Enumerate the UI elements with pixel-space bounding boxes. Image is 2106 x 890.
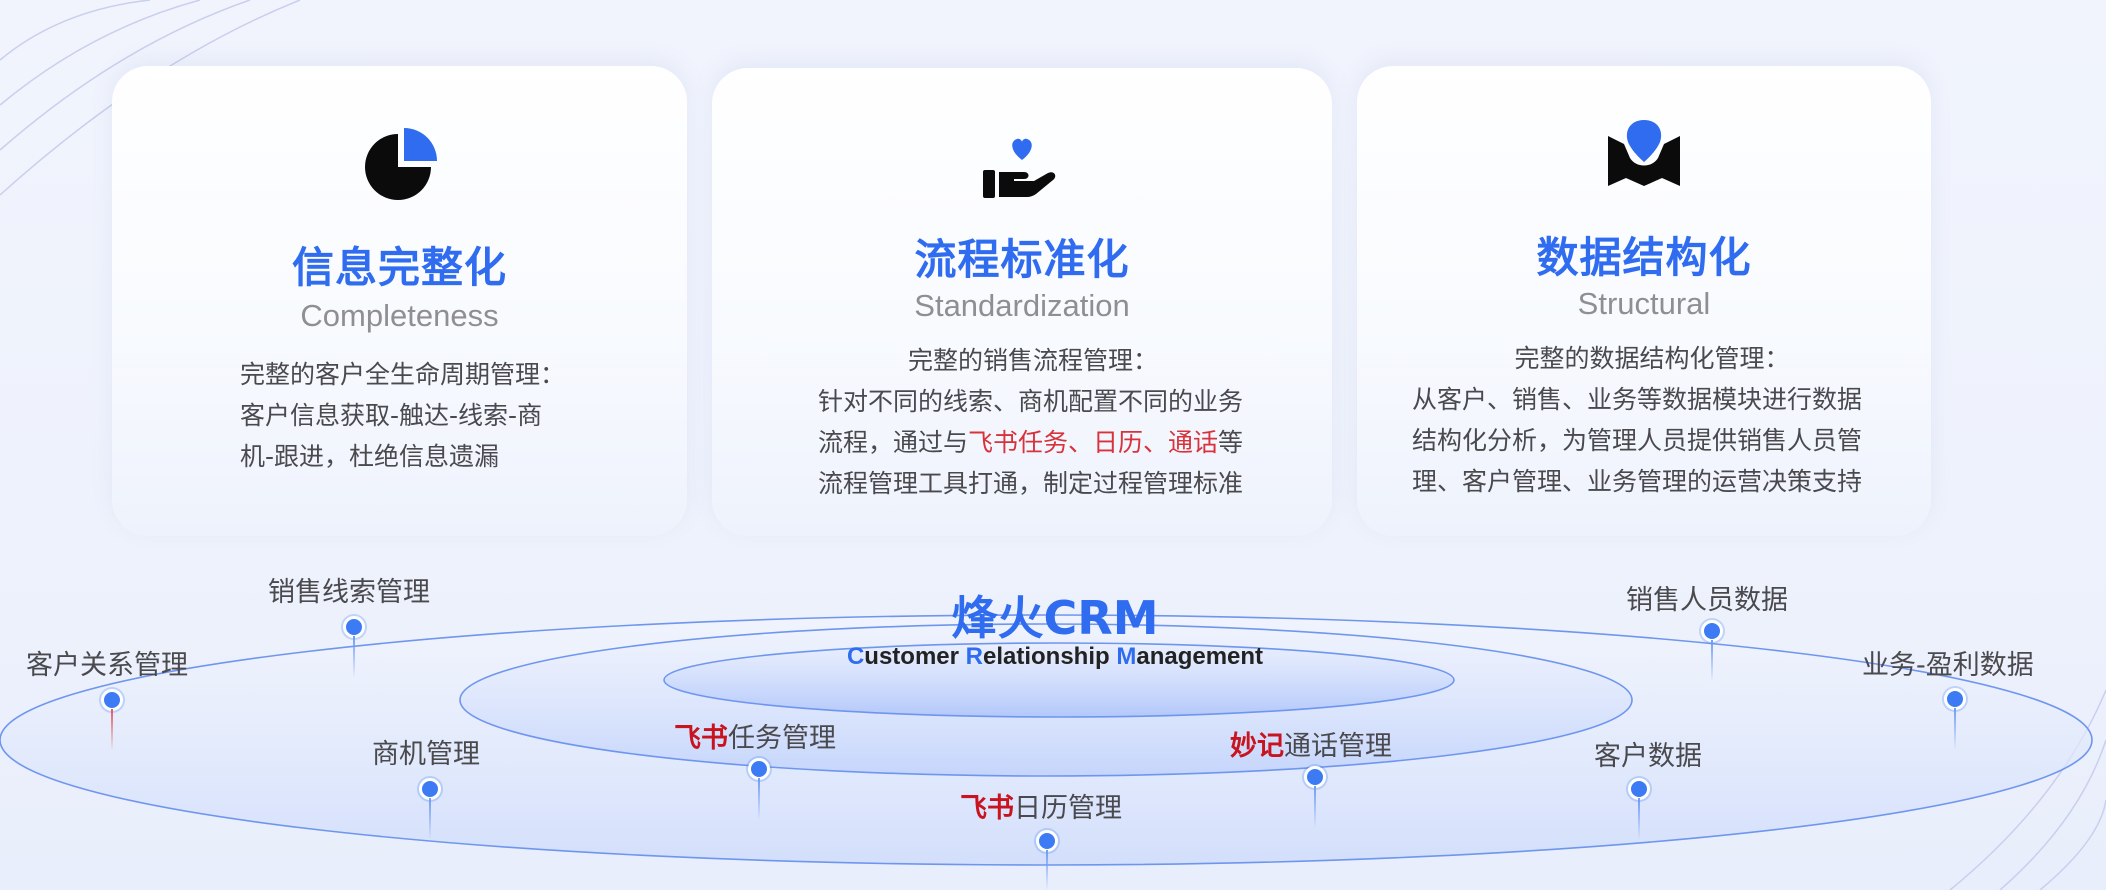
node-label: 妙记通话管理	[1230, 724, 1392, 763]
word-rest: anagement	[1136, 643, 1264, 670]
node-label: 客户关系管理	[26, 650, 188, 681]
crm-title: 烽火CRM	[951, 591, 1159, 645]
node-label-text: 通话管理	[1284, 731, 1392, 762]
card-subtitle: Structural	[1577, 286, 1711, 321]
node-dot	[1944, 688, 1966, 710]
card-subtitle: Standardization	[914, 288, 1130, 323]
node-label-text: 日历管理	[1014, 793, 1122, 824]
crm-subtitle: Customer Relationship Management	[760, 643, 1350, 671]
desc-line: 从客户、销售、业务等数据模块进行数据	[1412, 385, 1863, 414]
node-dot	[1304, 766, 1326, 788]
card-subtitle: Completeness	[300, 298, 499, 333]
node-label: 飞书任务管理	[674, 716, 836, 755]
initial-r: R	[965, 643, 983, 670]
inner-ring	[663, 642, 1455, 718]
card-title: 信息完整化	[291, 243, 507, 292]
node-label: 客户数据	[1594, 741, 1702, 772]
node-dot	[748, 758, 770, 780]
card-title: 流程标准化	[914, 235, 1130, 284]
desc-line: 客户信息获取-触达-线索-商	[240, 401, 543, 430]
desc-text: 等流程管理工具打通，制定过程管理标准	[818, 428, 1244, 498]
desc-lead: 完整的数据结构化管理：	[1514, 344, 1790, 373]
node-stem	[758, 778, 760, 820]
hand-heart-icon	[983, 138, 1056, 198]
node-stem	[429, 798, 431, 840]
node-dot	[1701, 620, 1723, 642]
node-dot	[1036, 830, 1058, 852]
card-description: 完整的销售流程管理： 针对不同的线索、商机配置不同的业务流程，通过与飞书任务、日…	[818, 340, 1248, 504]
pie-chart-icon	[364, 128, 437, 200]
desc-lead: 完整的销售流程管理：	[907, 346, 1158, 375]
desc-line: 理、客户管理、业务管理的运营决策支持	[1412, 467, 1863, 496]
node-stem	[1314, 786, 1316, 828]
desc-lead: 完整的客户全生命周期管理：	[240, 360, 566, 389]
node-dot	[343, 616, 365, 638]
node-label: 业务-盈利数据	[1862, 650, 2034, 681]
node-label: 商机管理	[372, 739, 480, 770]
node-stem	[1638, 798, 1640, 840]
node-label: 销售人员数据	[1626, 585, 1788, 616]
brand-name: 飞书	[960, 793, 1014, 824]
node-stem	[1954, 708, 1956, 750]
node-dot	[419, 778, 441, 800]
word-rest: ustomer	[864, 643, 966, 670]
node-stem	[1711, 640, 1713, 682]
node-label-text: 任务管理	[728, 723, 836, 754]
desc-highlight: 飞书任务、日历、通话	[968, 428, 1219, 457]
node-stem	[1046, 850, 1048, 890]
card-structural: 数据结构化 Structural 完整的数据结构化管理： 从客户、销售、业务等数…	[1357, 66, 1931, 536]
word-rest: elationship	[982, 643, 1117, 670]
desc-line: 机-跟进，杜绝信息遗漏	[240, 442, 500, 471]
card-completeness: 信息完整化 Completeness 完整的客户全生命周期管理： 客户信息获取-…	[112, 66, 687, 536]
card-description: 完整的客户全生命周期管理： 客户信息获取-触达-线索-商 机-跟进，杜绝信息遗漏	[240, 354, 580, 477]
desc-line: 结构化分析，为管理人员提供销售人员管	[1412, 426, 1863, 455]
node-stem	[353, 636, 355, 678]
node-dot	[1628, 778, 1650, 800]
initial-m: M	[1116, 643, 1137, 670]
node-dot	[101, 689, 123, 711]
node-label: 销售线索管理	[268, 577, 430, 608]
node-stem	[111, 709, 113, 751]
desc-text: 针对不同的线索、商机配置不同的业务流程，通过与	[818, 387, 1244, 457]
card-description: 完整的数据结构化管理： 从客户、销售、业务等数据模块进行数据 结构化分析，为管理…	[1412, 338, 1892, 502]
initial-c: C	[846, 643, 865, 670]
card-standardization: 流程标准化 Standardization 完整的销售流程管理： 针对不同的线索…	[712, 68, 1332, 536]
brand-name: 妙记	[1230, 731, 1284, 762]
card-title: 数据结构化	[1536, 233, 1752, 282]
node-label: 飞书日历管理	[960, 786, 1122, 825]
map-pin-icon	[1608, 120, 1680, 186]
brand-name: 飞书	[674, 723, 728, 754]
